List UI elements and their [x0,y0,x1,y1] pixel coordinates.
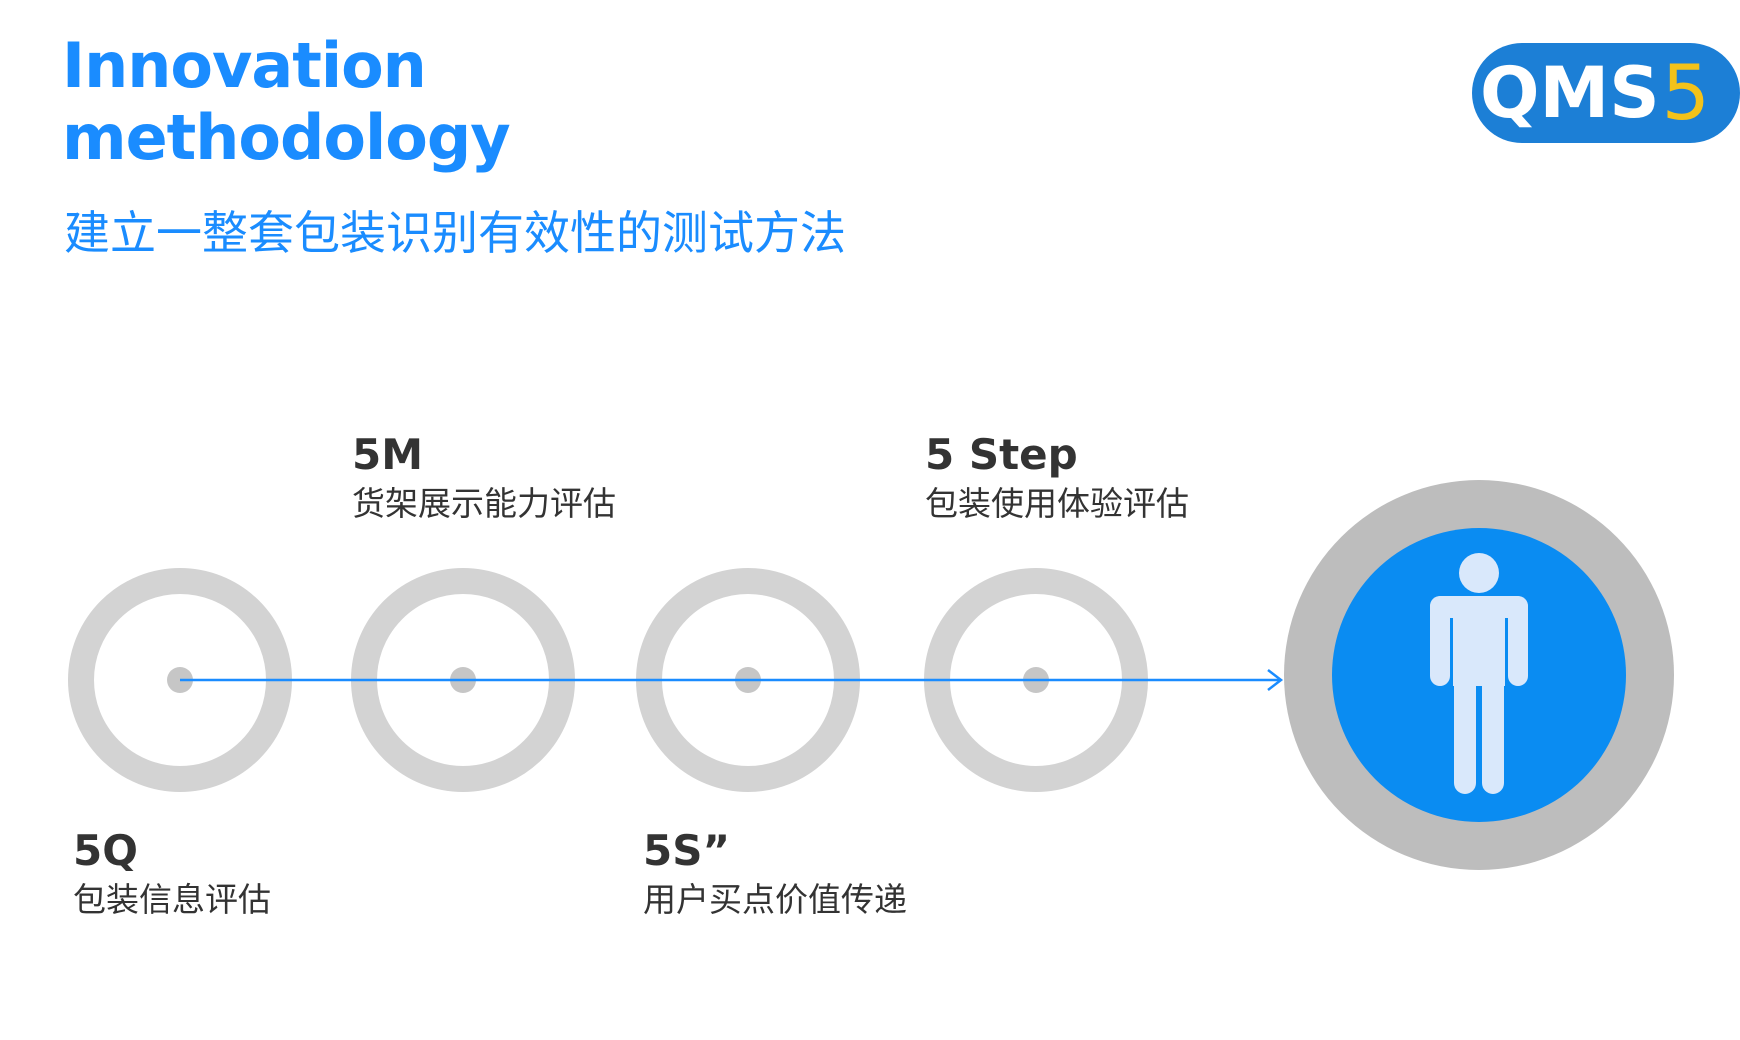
target-circle [1284,480,1674,870]
stage-description: 用户买点价值传递 [643,880,907,919]
stage-label-5step: 5 Step 包装使用体验评估 [925,430,1189,526]
flow-arrow-head [1267,669,1284,691]
stage-name: 5S” [643,826,731,875]
stage-name: 5Q [73,826,138,875]
stage-description: 包装信息评估 [73,880,271,919]
title-line-2: methodology [62,101,511,174]
stage-label-5m: 5M 货架展示能力评估 [352,430,616,526]
stage-name: 5M [352,430,424,479]
stage-name: 5 Step [925,430,1078,479]
logo-text: QMS [1480,52,1660,134]
person-icon [1430,553,1528,794]
stage-label-5s: 5S” 用户买点价值传递 [643,826,907,922]
title: Innovation methodology [62,29,511,174]
subtitle: 建立一整套包装识别有效性的测试方法 [64,206,846,260]
title-line-1: Innovation [62,29,427,102]
logo-digit: 5 [1661,48,1710,137]
qms5-logo: QMS 5 [1472,43,1740,143]
stage-description: 包装使用体验评估 [925,484,1189,523]
flow-arrow [180,669,1284,691]
stage-description: 货架展示能力评估 [352,484,616,523]
stage-label-5q: 5Q 包装信息评估 [73,826,271,922]
